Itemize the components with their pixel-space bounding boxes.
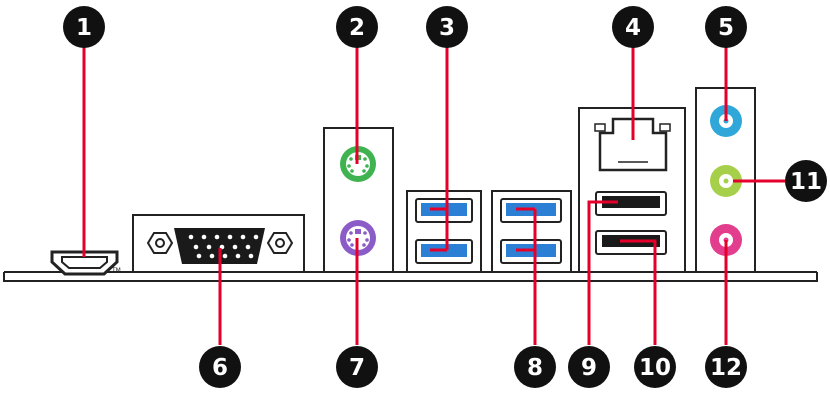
usb2-port-top — [595, 191, 667, 216]
callout-6: 6 — [199, 346, 241, 388]
callout-2: 2 — [336, 6, 378, 48]
vga-screw-right — [266, 232, 294, 254]
usb3-block-right — [491, 190, 572, 272]
callout-5: 5 — [705, 6, 747, 48]
callout-10: 10 — [634, 346, 676, 388]
callout-7-label: 7 — [349, 355, 365, 381]
callout-10-label: 10 — [639, 355, 671, 381]
callout-12-label: 12 — [710, 355, 742, 381]
callout-12: 12 — [705, 346, 747, 388]
callout-3-label: 3 — [439, 15, 455, 41]
callout-2-label: 2 — [349, 15, 365, 41]
callout-3: 3 — [426, 6, 468, 48]
vga-port — [132, 214, 305, 272]
io-shield-baseline — [3, 271, 818, 282]
audio-line-out-jack — [710, 165, 742, 197]
callout-7: 7 — [336, 346, 378, 388]
callout-9: 9 — [568, 346, 610, 388]
hdmi-port: TM — [50, 250, 121, 276]
callout-9-label: 9 — [581, 355, 597, 381]
callout-4: 4 — [612, 6, 654, 48]
hdmi-trademark: TM — [111, 267, 121, 274]
usb3-block-left — [406, 190, 482, 272]
callout-11: 11 — [785, 160, 827, 202]
callout-4-label: 4 — [625, 15, 641, 41]
callout-8: 8 — [514, 346, 556, 388]
leader-9 — [587, 200, 618, 345]
callout-1-label: 1 — [76, 15, 92, 41]
callout-11-label: 11 — [790, 169, 822, 195]
lan-port — [594, 117, 671, 172]
leader-lines — [82, 47, 790, 345]
callout-8-label: 8 — [527, 355, 543, 381]
vga-screw-left — [146, 232, 174, 254]
vga-pins — [188, 234, 259, 259]
callout-5-label: 5 — [718, 15, 734, 41]
leader-10 — [620, 239, 657, 345]
callout-6-label: 6 — [212, 355, 228, 381]
callout-1: 1 — [63, 6, 105, 48]
